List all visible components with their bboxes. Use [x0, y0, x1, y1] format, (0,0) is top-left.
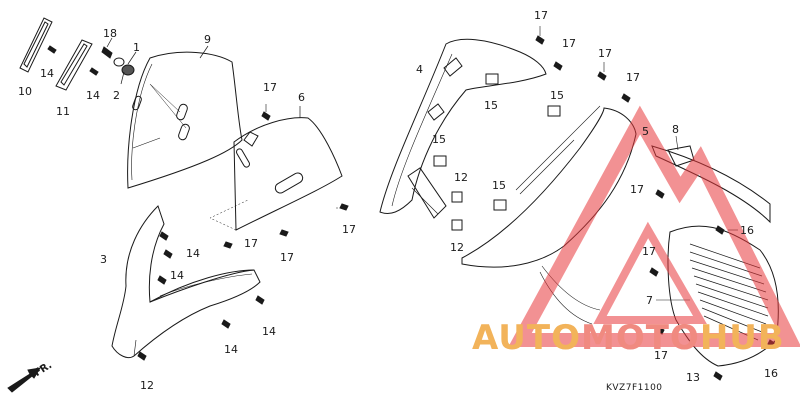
- callout-17: 17: [280, 251, 294, 264]
- callout-17: 17: [642, 245, 656, 258]
- callout-17: 17: [342, 223, 356, 236]
- callout-18: 18: [103, 27, 117, 40]
- callout-11: 11: [56, 105, 70, 118]
- clips-15: [433, 73, 561, 211]
- part-9-windscreen: [127, 45, 243, 189]
- callout-4: 4: [416, 63, 423, 76]
- callout-15: 15: [432, 133, 446, 146]
- callout-13: 13: [686, 371, 700, 384]
- callout-6: 6: [298, 91, 305, 104]
- watermark-text: AUTOMOTOHUB: [472, 318, 785, 358]
- callout-17: 17: [598, 47, 612, 60]
- callout-15: 15: [484, 99, 498, 112]
- watermark-word-2: MOTO: [580, 318, 700, 358]
- part-3-front-panel: [111, 205, 261, 359]
- callout-14: 14: [170, 269, 184, 282]
- callout-17: 17: [654, 349, 668, 362]
- callout-12: 12: [450, 241, 464, 254]
- callout-17: 17: [626, 71, 640, 84]
- callout-2: 2: [113, 89, 120, 102]
- callout-10: 10: [18, 85, 32, 98]
- callout-12: 12: [140, 379, 154, 392]
- callout-5: 5: [642, 125, 649, 138]
- callout-3: 3: [100, 253, 107, 266]
- callout-14: 14: [40, 67, 54, 80]
- front-direction-arrow: [7, 367, 41, 393]
- part-6-visor: [209, 106, 343, 231]
- callout-12: 12: [454, 171, 468, 184]
- diagram-code: KVZ7F1100: [606, 383, 663, 393]
- part-4-front-cover: [379, 38, 547, 219]
- callout-17: 17: [562, 37, 576, 50]
- screws-17-visor: [223, 104, 349, 249]
- part-10-gasket: [19, 17, 53, 73]
- callout-1: 1: [133, 41, 140, 54]
- callout-17: 17: [630, 183, 644, 196]
- callout-7: 7: [646, 294, 653, 307]
- callout-9: 9: [204, 33, 211, 46]
- callout-8: 8: [672, 123, 679, 136]
- callout-17: 17: [263, 81, 277, 94]
- callout-15: 15: [492, 179, 506, 192]
- watermark-logo: [508, 105, 800, 347]
- screws-17-upper-right: [535, 26, 631, 103]
- clips-12: [451, 191, 463, 231]
- callout-15: 15: [550, 89, 564, 102]
- callout-14: 14: [262, 325, 276, 338]
- callout-17: 17: [244, 237, 258, 250]
- callout-16: 16: [740, 224, 754, 237]
- watermark-word-3: HUB: [699, 318, 785, 358]
- callout-14: 14: [224, 343, 238, 356]
- callout-14: 14: [186, 247, 200, 260]
- screws-14-panel: [137, 231, 265, 361]
- part-11-gasket: [55, 39, 93, 91]
- callout-17: 17: [534, 9, 548, 22]
- screw-14-upper-left: [47, 45, 99, 76]
- callout-14: 14: [86, 89, 100, 102]
- watermark-word-1: AUTO: [472, 318, 581, 358]
- part-18-1-2-fasteners: [101, 37, 137, 85]
- callout-16: 16: [764, 367, 778, 380]
